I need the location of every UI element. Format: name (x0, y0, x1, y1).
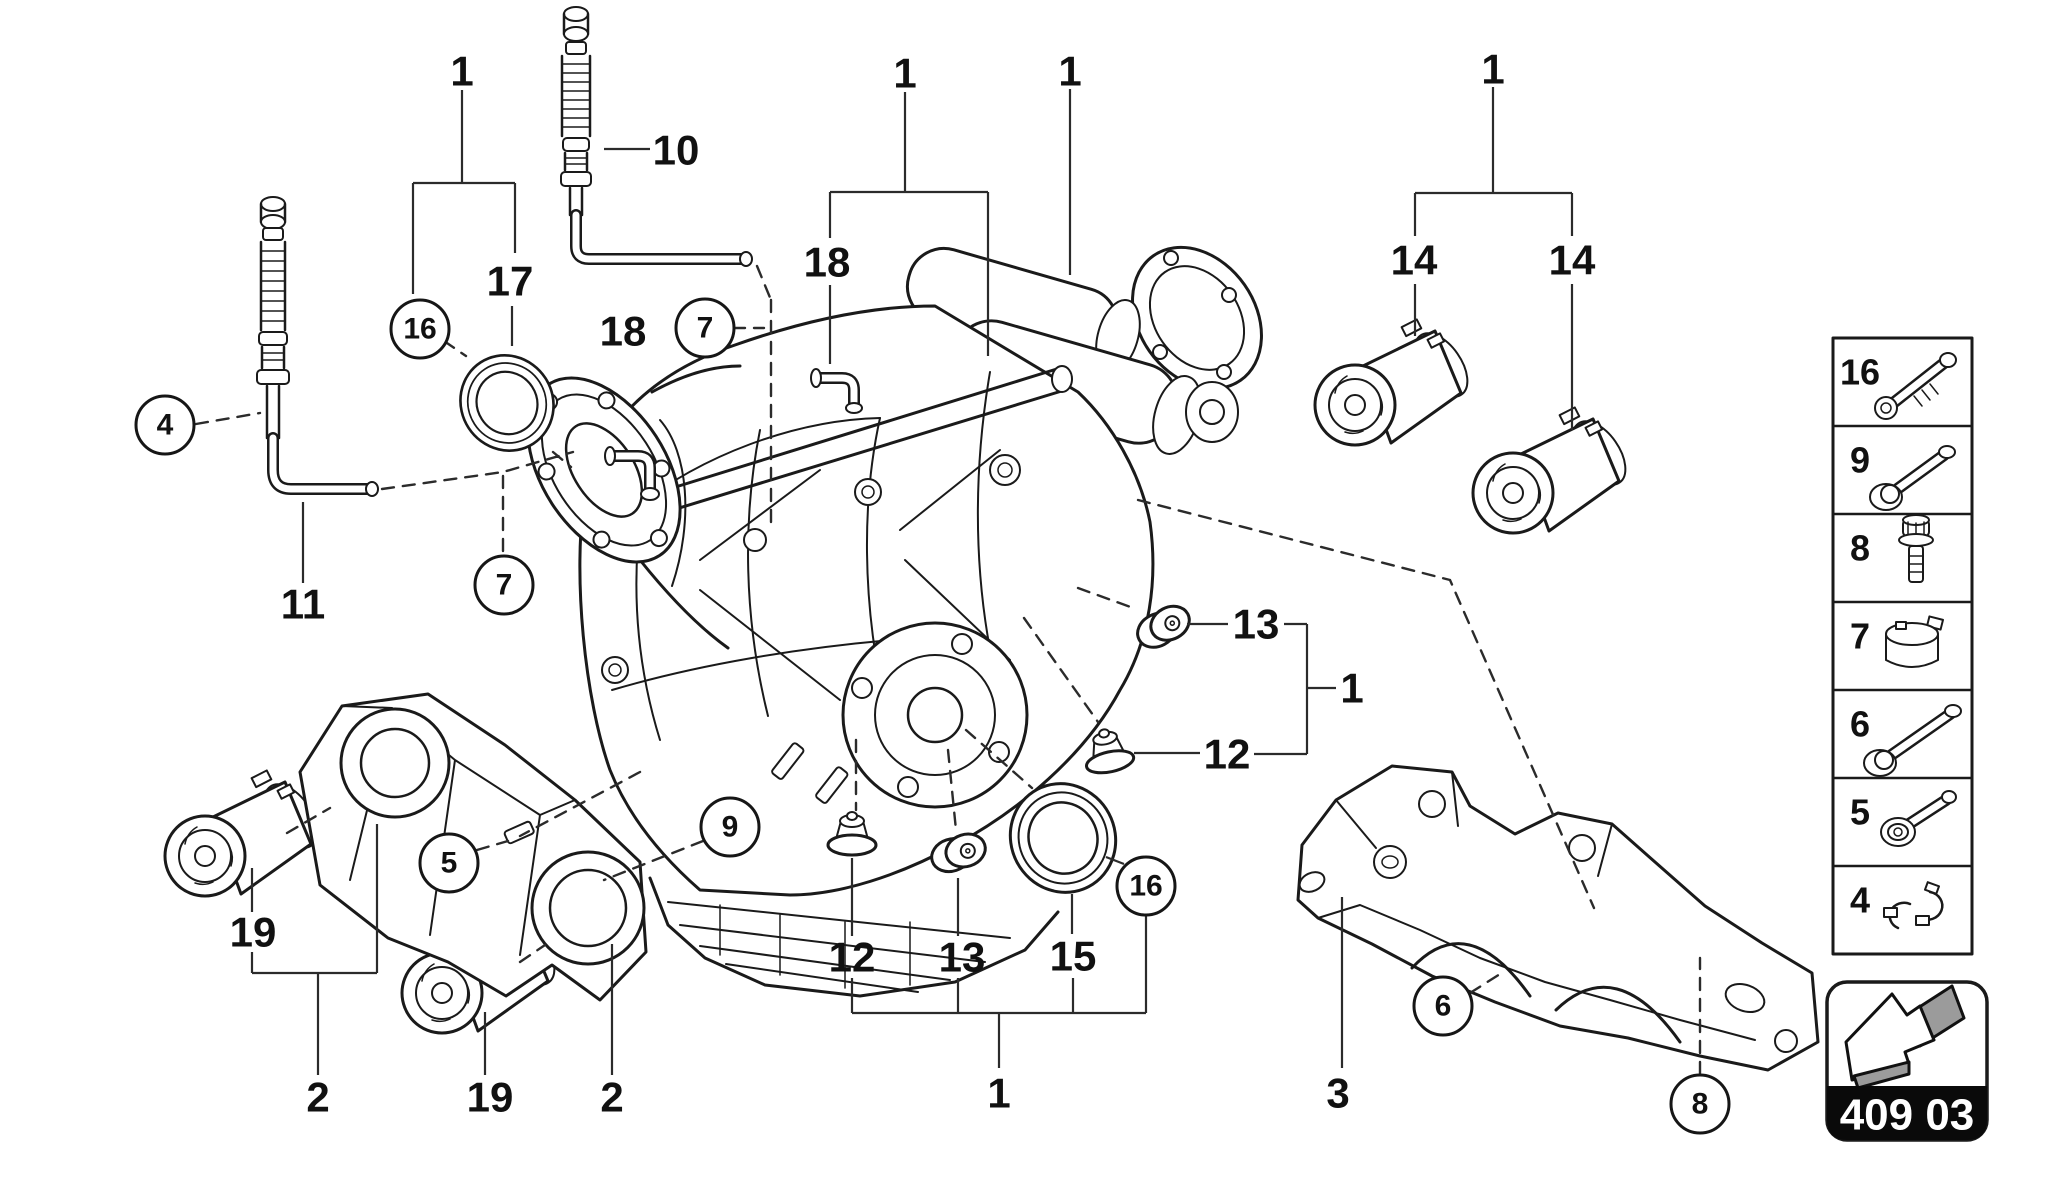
callout-label: 1 (1340, 665, 1363, 712)
washer-bolt-icon (1880, 790, 1957, 847)
callout-label: 2 (306, 1074, 329, 1121)
callout-label: 1 (1481, 46, 1504, 93)
circled-callout-number: 7 (697, 312, 714, 345)
callout-label: 18 (804, 239, 851, 286)
circled-callouts: 4 16 7 7 5 9 16 6 8 (134, 297, 1731, 1135)
legend-row: 4 (1850, 880, 1944, 930)
circled-callout-number: 7 (496, 569, 513, 602)
hex-flange-bolt-long-icon (1863, 704, 1962, 777)
back-arrow-3d-icon (1844, 984, 1966, 1090)
circled-callout-number: 5 (441, 847, 458, 880)
legend-row: 6 (1850, 704, 1962, 777)
dipstick-lower-part11 (256, 196, 379, 497)
callout-label: 3 (1326, 1070, 1349, 1117)
rear-support-bracket-part3 (1296, 764, 1820, 1072)
fastener-legend: 16 9 8 (1831, 336, 1974, 956)
legend-row: 5 (1850, 790, 1957, 847)
circled-callout-number: 9 (722, 811, 739, 844)
callout-label: 14 (1549, 237, 1596, 284)
circled-callout-number: 8 (1692, 1088, 1709, 1121)
legend-number: 9 (1850, 440, 1870, 481)
circled-callout-number: 16 (403, 313, 436, 346)
callout-label: 13 (939, 934, 986, 981)
callout-label: 12 (1204, 731, 1251, 778)
legend-number: 16 (1840, 352, 1880, 393)
callout-label: 13 (1233, 601, 1280, 648)
circled-callout-number: 16 (1129, 870, 1162, 903)
callout-label: 1 (1058, 48, 1081, 95)
dipstick-upper-part10 (560, 6, 753, 267)
socket-head-bolt-icon (1874, 352, 1957, 420)
legend-row: 9 (1850, 440, 1956, 511)
circled-callout-number: 4 (157, 409, 174, 442)
callout-label: 12 (829, 934, 876, 981)
clamp-sleeve-icon (1885, 615, 1945, 668)
rear-flange (1131, 245, 1263, 391)
circled-callout: 16 (1115, 855, 1177, 917)
circled-callout: 7 (473, 554, 535, 616)
differential-unit-illustration (526, 245, 1263, 998)
sump-fins (648, 876, 1060, 998)
circled-callout-number: 6 (1435, 990, 1452, 1023)
callout-label: 14 (1391, 237, 1438, 284)
callout-label: 19 (467, 1074, 514, 1121)
callout-label: 2 (600, 1074, 623, 1121)
cover-breather-elbow (604, 446, 660, 501)
assembly-dash-lines (194, 264, 1702, 1076)
retaining-clip-icon (1883, 881, 1944, 930)
section-badge: 409 03 (1825, 980, 1989, 1142)
leader-lines (250, 87, 1574, 1075)
hex-flange-bolt-icon (1869, 445, 1956, 511)
callout-label: 10 (653, 127, 700, 174)
bushing-part14-right (1471, 405, 1638, 535)
circled-callout: 6 (1412, 975, 1474, 1037)
legend-row: 16 (1840, 352, 1957, 420)
legend-number: 8 (1850, 528, 1870, 569)
callout-label: 1 (987, 1070, 1010, 1117)
legend-row: 7 (1850, 615, 1945, 668)
callout-label: 18 (600, 308, 647, 355)
badge-code-text: 409 03 (1840, 1091, 1975, 1140)
legend-number: 5 (1850, 792, 1870, 833)
breather-elbow-upper (810, 368, 863, 414)
legend-number: 4 (1850, 880, 1870, 921)
circled-callout: 4 (134, 394, 196, 456)
badge-code-strip (1827, 1086, 1987, 1140)
callout-labels: 1 10 1 18 1 1 14 14 17 18 13 1 12 11 19 … (230, 46, 1596, 1121)
callout-label: 11 (281, 581, 325, 628)
legend-number: 7 (1850, 616, 1870, 657)
circled-callout: 16 (389, 298, 451, 360)
collar-stud-icon (1898, 514, 1934, 583)
front-cover (526, 364, 849, 804)
bushing-part14-left (1313, 317, 1480, 447)
callout-label: 17 (487, 258, 534, 305)
callout-label: 1 (893, 50, 916, 97)
output-flange (841, 621, 1029, 809)
circled-callout: 5 (418, 832, 480, 894)
legend-number: 6 (1850, 704, 1870, 745)
callout-label: 15 (1050, 933, 1097, 980)
circled-callout: 7 (674, 297, 736, 359)
callout-label: 19 (230, 909, 277, 956)
circled-callout: 9 (699, 796, 761, 858)
legend-row: 8 (1850, 514, 1934, 583)
callout-label: 1 (450, 48, 473, 95)
circled-callout: 8 (1669, 1073, 1731, 1135)
